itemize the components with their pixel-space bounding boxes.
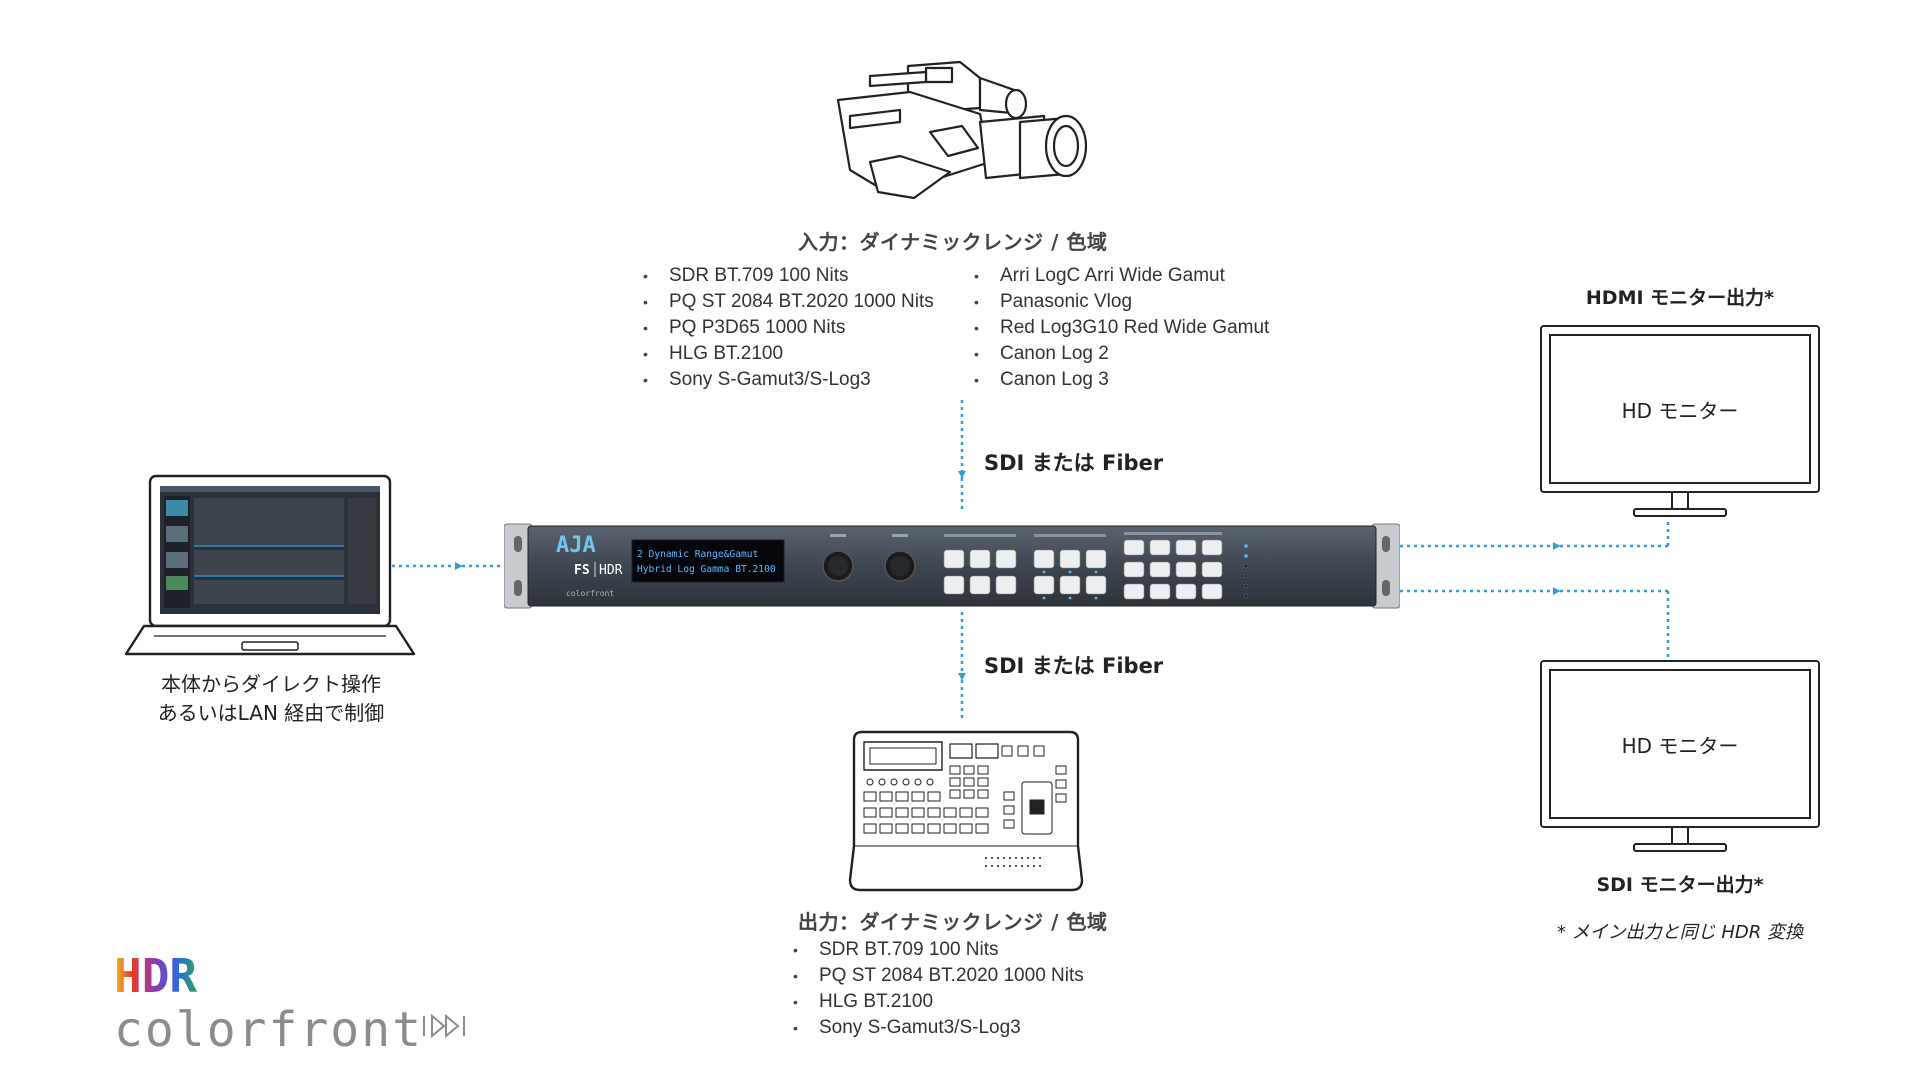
list-item: Arri LogC Arri Wide Gamut [972, 263, 1269, 289]
audio-button[interactable] [995, 549, 1017, 569]
laptop-caption-line2: あるいはLAN 経由で制御 [157, 701, 385, 725]
channel-6-button[interactable] [1085, 575, 1107, 595]
timing-button[interactable] [1175, 539, 1197, 556]
hdmi-monitor-stand [1633, 492, 1727, 517]
video-switcher-icon [848, 730, 1084, 892]
freeze-button[interactable] [1175, 583, 1197, 600]
channel-3-button[interactable] [1085, 549, 1107, 569]
list-item: Canon Log 2 [972, 341, 1269, 367]
hdmi-monitor: HD モニター [1540, 325, 1822, 497]
input-heading: 入力：ダイナミックレンジ / 色域 [798, 230, 1108, 254]
format-button[interactable] [1149, 539, 1171, 556]
color-button[interactable] [1123, 583, 1145, 600]
connection-label-input: SDI または Fiber [984, 451, 1164, 475]
hdr-colorfront-logo: HDR colorfront [114, 949, 465, 1058]
channel-5-button[interactable] [1059, 575, 1081, 595]
hdmi-monitor-title: HDMI モニター出力* [1585, 287, 1775, 309]
monitor-screen: HD モニター [1549, 334, 1811, 484]
laptop-icon [124, 474, 416, 656]
camera-icon [836, 60, 1088, 200]
sdi-monitor-stand [1633, 827, 1727, 852]
input-format-list-right: Arri LogC Arri Wide Gamut Panasonic Vlog… [972, 263, 1269, 393]
list-item: SDR BT.709 100 Nits [641, 263, 934, 289]
list-item: PQ P3D65 1000 Nits [641, 315, 934, 341]
scale-button[interactable] [1149, 561, 1171, 578]
delay-button[interactable] [1201, 561, 1223, 578]
colorfront-play-icon [423, 1013, 465, 1039]
hdmi-monitor-label: HD モニター [1621, 398, 1739, 423]
monitor-frame [1540, 660, 1820, 828]
map-button[interactable] [1201, 583, 1223, 600]
channel-1-button[interactable] [1033, 549, 1055, 569]
input-button[interactable] [1123, 539, 1145, 556]
preset-button[interactable] [995, 575, 1017, 595]
channel-2-button[interactable] [1059, 549, 1081, 569]
list-item: Sony S-Gamut3/S-Log3 [791, 1015, 1084, 1041]
output-heading: 出力：ダイナミックレンジ / 色域 [798, 910, 1108, 934]
list-item: HLG BT.2100 [791, 989, 1084, 1015]
keyer-button[interactable] [1149, 583, 1171, 600]
list-item: PQ ST 2084 BT.2020 1000 Nits [791, 963, 1084, 989]
fs-hdr-device: AJA FS HDR colorfront 2 Dynamic Range&Ga… [504, 523, 1400, 609]
anc-button[interactable] [1123, 561, 1145, 578]
device-model-hdr: HDR [599, 563, 623, 578]
remote-button[interactable] [943, 575, 965, 595]
tstgen-button[interactable] [1175, 561, 1197, 578]
list-item: HLG BT.2100 [641, 341, 934, 367]
list-item: Canon Log 3 [972, 367, 1269, 393]
lcd-line-1: 2 Dynamic Range&Gamut [637, 549, 758, 560]
sdi-monitor-title: SDI モニター出力* [1596, 874, 1764, 896]
device-model-fs: FS [574, 563, 590, 578]
monitor-screen: HD モニター [1549, 669, 1811, 819]
connection-label-output: SDI または Fiber [984, 654, 1164, 678]
colorfront-wordmark: colorfront [114, 1002, 423, 1058]
laptop-caption: 本体からダイレクト操作 あるいはLAN 経由で制御 [136, 670, 406, 728]
list-item: Sony S-Gamut3/S-Log3 [641, 367, 934, 393]
channel-4-button[interactable] [1033, 575, 1055, 595]
laptop-caption-line1: 本体からダイレクト操作 [161, 672, 381, 696]
sdi-monitor-label: HD モニター [1621, 733, 1739, 758]
hdr-wordmark: HDR [114, 949, 197, 1003]
list-item: Panasonic Vlog [972, 289, 1269, 315]
video-button[interactable] [969, 549, 991, 569]
list-item: SDR BT.709 100 Nits [791, 937, 1084, 963]
input-format-list-left: SDR BT.709 100 Nits PQ ST 2084 BT.2020 1… [641, 263, 934, 393]
sdi-monitor: HD モニター [1540, 660, 1822, 832]
device-brand: AJA [556, 533, 596, 558]
list-item: Red Log3G10 Red Wide Gamut [972, 315, 1269, 341]
device-subbrand: colorfront [566, 589, 614, 598]
output-format-list: SDR BT.709 100 Nits PQ ST 2084 BT.2020 1… [791, 937, 1084, 1041]
list-item: PQ ST 2084 BT.2020 1000 Nits [641, 289, 934, 315]
hdr-conversion-note: * メイン出力と同じ HDR 変換 [1556, 922, 1804, 943]
level-button[interactable] [1201, 539, 1223, 556]
status-button[interactable] [943, 549, 965, 569]
lcd-line-2: Hybrid Log Gamma BT.2100 [637, 564, 776, 575]
config-button[interactable] [969, 575, 991, 595]
